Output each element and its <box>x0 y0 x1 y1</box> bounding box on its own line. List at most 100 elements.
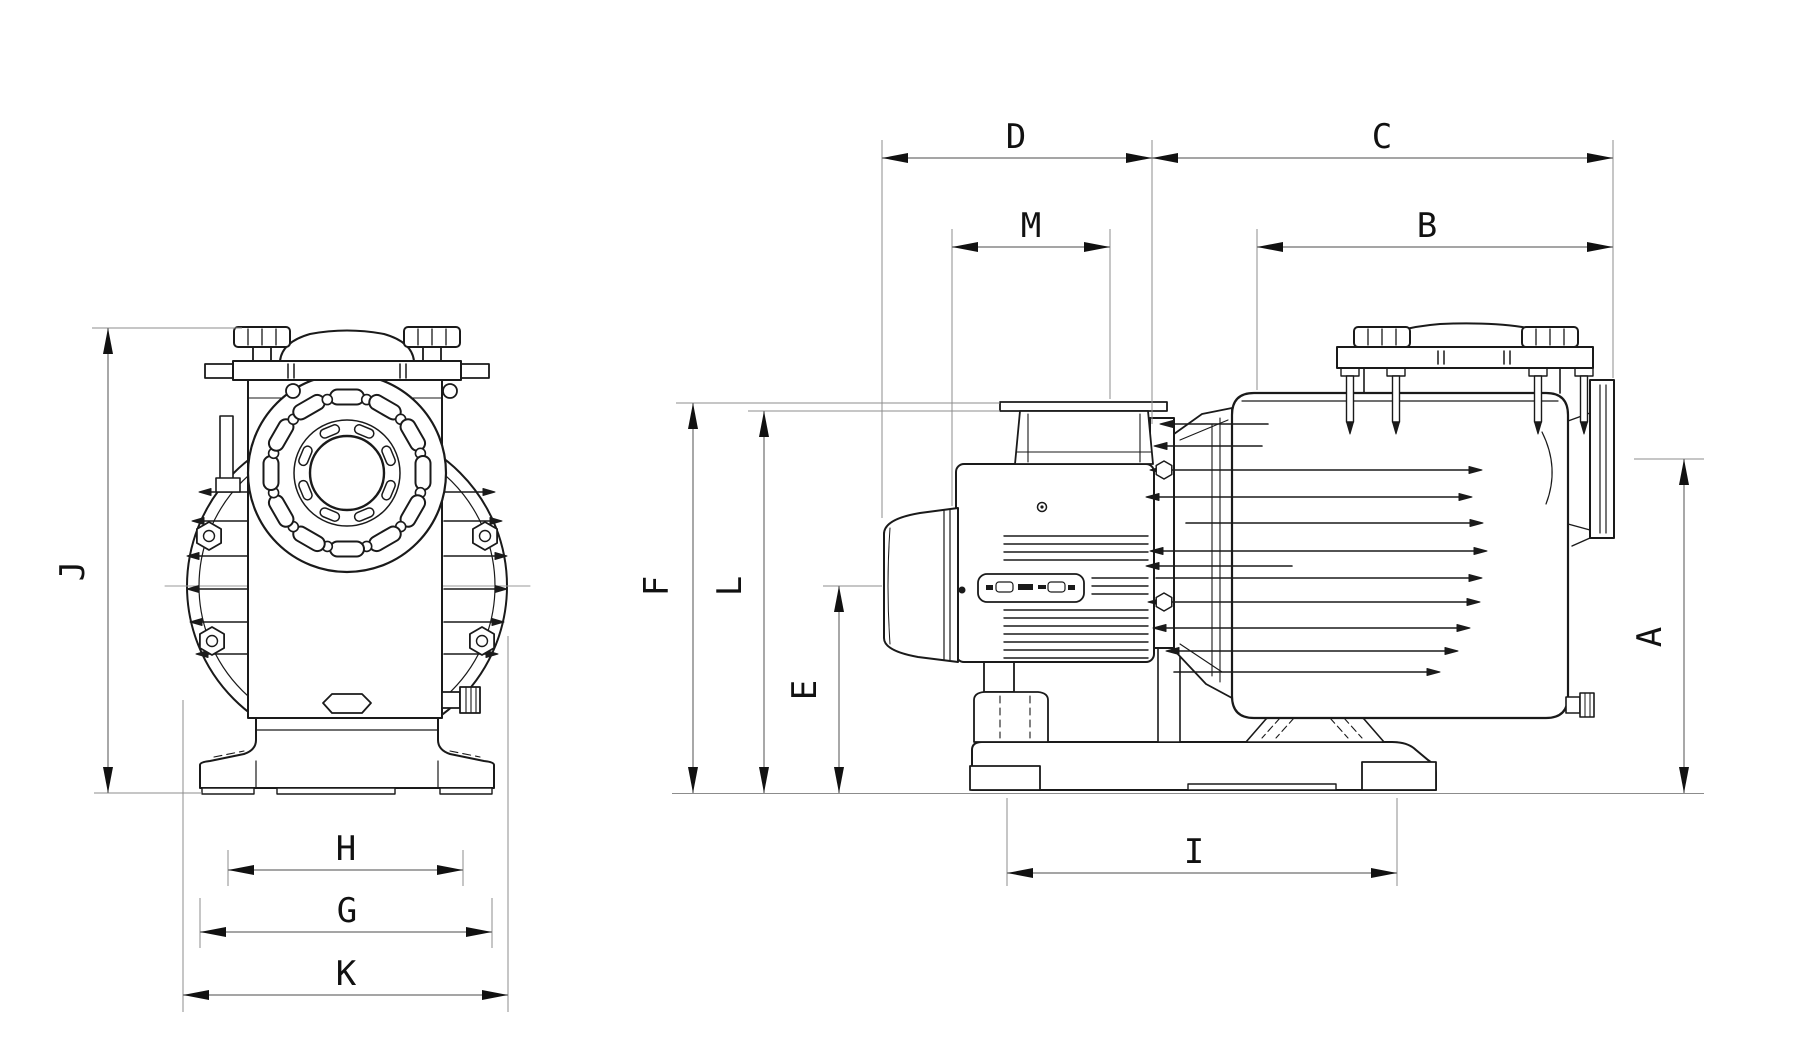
clamp-bolt-rod <box>1579 375 1589 423</box>
face-hole <box>321 393 334 406</box>
hex-nut-hole <box>475 634 489 648</box>
dim-label-J: J <box>53 561 93 581</box>
pedestal-base <box>199 717 495 789</box>
side-view-art <box>883 322 1615 791</box>
arrowhead <box>688 767 698 793</box>
motor-cooling-fins <box>1003 535 1149 659</box>
terminal-screw <box>1036 501 1048 513</box>
shroud-stud-bolts <box>186 488 508 658</box>
spike-tip <box>1152 624 1167 632</box>
band-tab <box>204 363 236 379</box>
arrowhead <box>183 990 209 1000</box>
lid-hand-knob-side <box>1353 326 1411 348</box>
clamp-bolt-cap <box>1386 367 1406 377</box>
terminal-box-lid <box>999 401 1168 412</box>
spike-tip <box>1153 442 1168 450</box>
face-slot <box>262 455 280 491</box>
arrowhead <box>437 865 463 875</box>
clamp-bolt-rod <box>1533 375 1543 423</box>
foot-pad <box>201 787 255 795</box>
clamp-bolt-cap <box>1340 367 1360 377</box>
stud-tip <box>482 488 496 496</box>
dim-label-K: K <box>336 954 357 994</box>
arrowhead <box>1679 459 1689 485</box>
side-drain-fitting <box>441 691 461 709</box>
clamp-bolt-tip <box>1534 421 1542 435</box>
arrowhead <box>1587 153 1613 163</box>
face-inner-slot <box>298 479 313 501</box>
flange-connector <box>1567 523 1591 531</box>
pot-clamp-bolt-spikes <box>1145 420 1488 676</box>
stud-tip <box>198 488 212 496</box>
clamp-bolt-tip <box>1580 421 1588 435</box>
clamp-bolt-rod <box>1345 375 1355 423</box>
basket-arc <box>1541 431 1553 505</box>
spike-tip <box>1444 647 1459 655</box>
motor-bolt-dot <box>958 586 966 594</box>
pump-face-mid-ring <box>293 419 401 527</box>
face-inner-slot <box>319 424 341 439</box>
dim-label-I: I <box>1184 832 1204 872</box>
front-view-art <box>164 326 531 795</box>
band-tab <box>458 363 490 379</box>
lid-dome <box>279 329 415 362</box>
pump-face-inner-slots <box>298 424 396 522</box>
nameplate-markings <box>986 581 1075 593</box>
terminal-screw-dot <box>1040 505 1044 509</box>
air-bleed-bracket <box>219 415 234 487</box>
dim-label-C: C <box>1372 117 1392 157</box>
dim-label-B: B <box>1417 206 1437 246</box>
stud-tip <box>494 552 508 560</box>
lid-clamp-bolts <box>1340 367 1594 435</box>
hex-nut-hole <box>478 529 492 543</box>
pedestal-hidden-line <box>213 750 245 758</box>
spike-tip <box>1468 466 1483 474</box>
arrowhead <box>882 153 908 163</box>
spike-tip <box>1468 574 1483 582</box>
spike-tip <box>1145 562 1160 570</box>
dim-label-G: G <box>337 891 357 931</box>
stud-tip <box>189 618 203 626</box>
arrowhead <box>1007 868 1033 878</box>
saddle-hidden-line <box>1343 717 1363 739</box>
arrowhead <box>1257 242 1283 252</box>
adapter-line <box>1179 643 1223 673</box>
face-inner-slot <box>353 424 375 439</box>
arrowhead <box>688 403 698 429</box>
discharge-flange <box>1589 379 1615 539</box>
clamp-band <box>232 360 462 381</box>
base-foot-left <box>969 765 1041 791</box>
dim-label-H: H <box>336 829 356 869</box>
base-center-pad <box>1187 783 1337 791</box>
base-foot-right <box>1361 761 1437 791</box>
dim-label-E: E <box>785 680 825 700</box>
spike-tip <box>1466 598 1481 606</box>
dim-label-A: A <box>1630 627 1670 647</box>
face-inner-slot <box>298 445 313 467</box>
flange-connector <box>1571 537 1591 547</box>
tank-drain-collar <box>1579 692 1595 718</box>
arrowhead <box>952 242 978 252</box>
hex-nut-hole <box>205 634 219 648</box>
arrowhead <box>1152 153 1178 163</box>
arrowhead <box>482 990 508 1000</box>
stud-tip <box>485 650 499 658</box>
arrowhead <box>103 767 113 793</box>
spike-tip <box>1165 647 1180 655</box>
saddle-hidden-line <box>1261 717 1281 739</box>
spike-tip <box>1473 547 1488 555</box>
arrowhead <box>228 865 254 875</box>
arrowhead <box>1371 868 1397 878</box>
dim-label-D: D <box>1006 117 1026 157</box>
motor-foot-stem <box>983 659 1015 693</box>
hex-nut <box>195 521 223 551</box>
strainer-tank <box>1230 391 1570 720</box>
lid-lug-bolt <box>442 383 458 399</box>
spike-tip <box>1456 624 1471 632</box>
spike-tip <box>1426 668 1441 676</box>
lid-hand-knob-side <box>1521 326 1579 348</box>
shroud-hex-nuts <box>195 521 499 656</box>
stud-tip <box>191 517 205 525</box>
saddle-hidden-line <box>1275 717 1295 739</box>
